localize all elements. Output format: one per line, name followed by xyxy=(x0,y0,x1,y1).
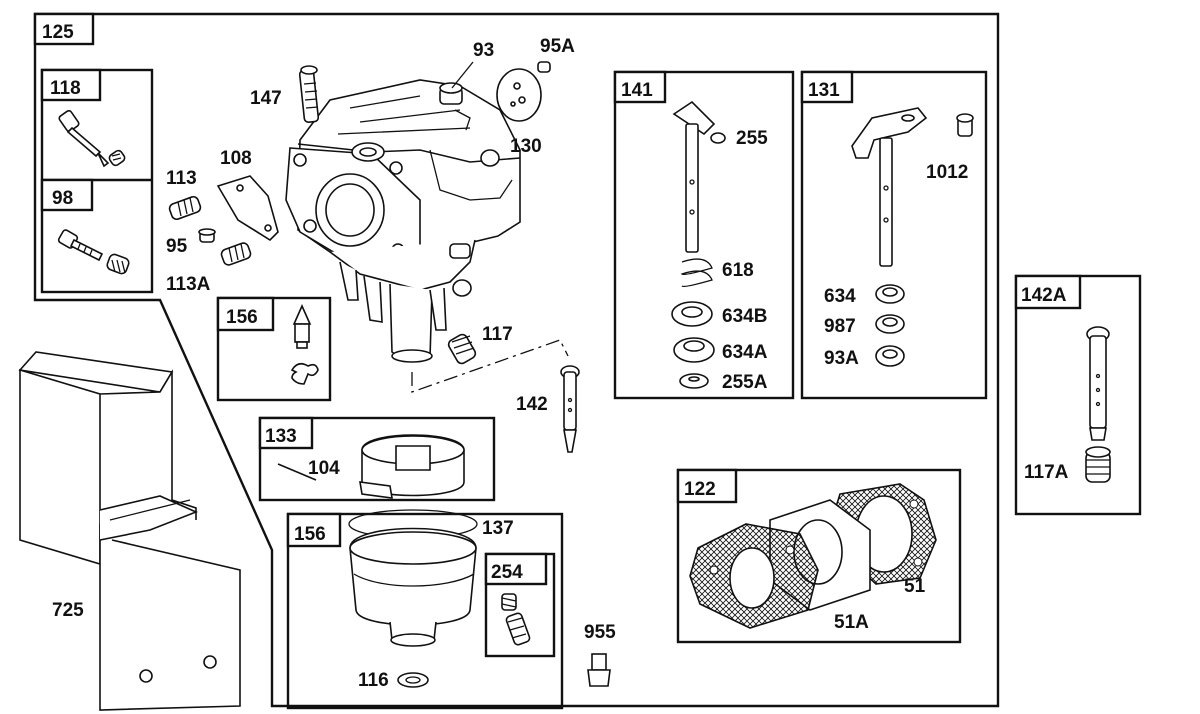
washer-255a xyxy=(679,373,709,389)
part-label: 987 xyxy=(824,316,856,337)
choke-shaft-131 xyxy=(851,107,928,267)
fuel-bowl xyxy=(349,527,477,647)
group-156-lower: 156 254 xyxy=(286,509,564,710)
part-label: 51A xyxy=(834,612,869,633)
part-label: 51 xyxy=(904,576,926,597)
jet-117 xyxy=(447,333,477,365)
part-labels: 93 95A 147 130 108 113 95 113A 117 142 1… xyxy=(52,36,1069,691)
plug-95a xyxy=(537,61,551,73)
part-label: 95A xyxy=(540,36,575,57)
part-label: 130 xyxy=(510,136,542,157)
throttle-stop-screw xyxy=(57,229,130,275)
part-label: 634A xyxy=(722,342,768,363)
part-label: 104 xyxy=(308,458,340,479)
part-label: 955 xyxy=(584,622,616,643)
screw-113a xyxy=(220,242,252,266)
part-label: 108 xyxy=(220,148,252,169)
screw-147 xyxy=(298,65,320,123)
part-label: 634B xyxy=(722,306,767,327)
group-label: 156 xyxy=(226,307,258,328)
part-label: 95 xyxy=(166,236,188,257)
part-label: 142 xyxy=(516,394,548,415)
nozzle-142a xyxy=(1086,326,1110,441)
frame-125 xyxy=(33,12,1000,708)
part-label: 93A xyxy=(824,348,859,369)
part-label: 255A xyxy=(722,372,768,393)
group-141: 141 xyxy=(613,70,795,400)
throttle-shaft-141 xyxy=(672,100,726,253)
part-label: 116 xyxy=(358,670,389,691)
screw-955 xyxy=(587,653,611,687)
group-label: 254 xyxy=(491,562,523,583)
main-nozzle-142 xyxy=(560,365,580,453)
part-label: 725 xyxy=(52,600,84,621)
part-label: 117 xyxy=(482,324,513,345)
part-label: 255 xyxy=(736,128,768,149)
seal-634a xyxy=(673,337,715,363)
float-133 xyxy=(359,434,465,499)
group-142a: 142A xyxy=(1014,274,1142,516)
idle-needle-screw xyxy=(58,109,126,168)
group-118-98: 118 98 xyxy=(40,68,154,294)
gasket-51a xyxy=(689,523,819,629)
cover-plate-130 xyxy=(496,68,542,122)
part-label: 147 xyxy=(250,88,282,109)
part-label: 618 xyxy=(722,260,754,281)
group-label: 118 xyxy=(50,78,81,99)
carburetor-body xyxy=(285,79,521,363)
group-122: 122 xyxy=(676,468,962,644)
group-label: 142A xyxy=(1021,285,1067,306)
gasket-108 xyxy=(216,175,279,242)
group-tag-125: 125 xyxy=(33,12,95,46)
part-label: 1012 xyxy=(926,162,968,183)
group-label: 98 xyxy=(52,188,73,209)
group-131: 131 xyxy=(800,70,988,400)
fuel-inlet-93 xyxy=(451,61,474,89)
part-label: 113A xyxy=(166,274,211,295)
group-label: 156 xyxy=(294,524,326,545)
screw-113 xyxy=(168,195,202,221)
group-label: 122 xyxy=(684,479,716,500)
part-label: 93 xyxy=(473,40,494,61)
screw-1012 xyxy=(956,113,974,137)
group-156-upper: 156 xyxy=(216,296,332,402)
group-label: 125 xyxy=(42,22,74,43)
part-label: 634 xyxy=(824,286,856,307)
part-label: 117A xyxy=(1024,462,1069,483)
part-label: 113 xyxy=(166,168,197,189)
float-needle xyxy=(290,304,319,385)
group-133: 133 xyxy=(258,416,496,502)
group-label: 133 xyxy=(265,426,297,447)
seal-634b xyxy=(671,301,713,327)
bracket-725 xyxy=(18,351,241,711)
group-label: 131 xyxy=(808,80,840,101)
group-label: 141 xyxy=(621,80,653,101)
jet-117a xyxy=(1085,446,1111,483)
spring-618 xyxy=(680,258,713,288)
screw-95 xyxy=(198,228,216,243)
part-label: 137 xyxy=(482,518,514,539)
